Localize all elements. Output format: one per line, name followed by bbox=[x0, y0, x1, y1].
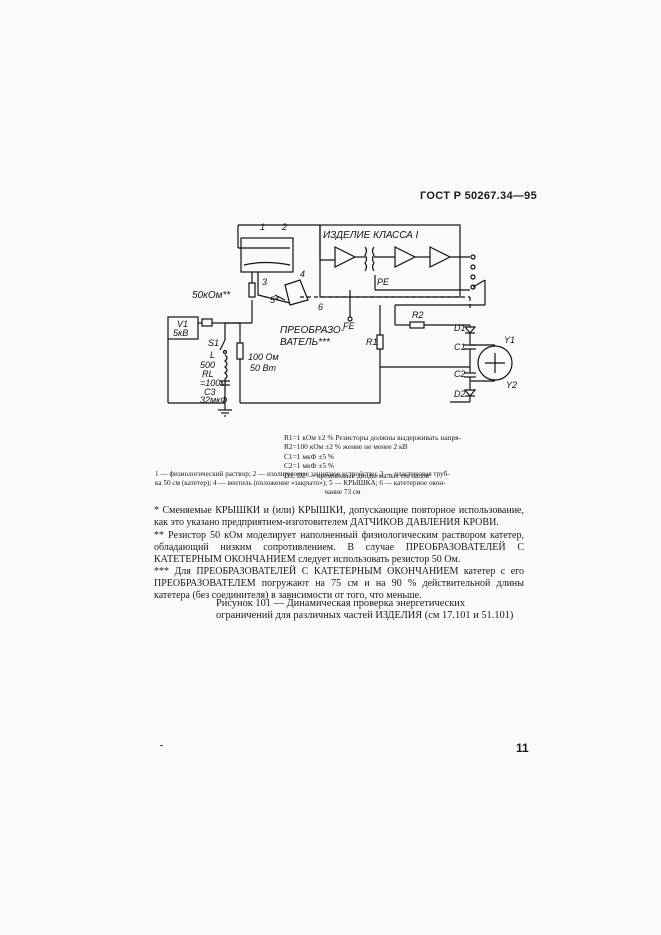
rl-unit: =100м bbox=[200, 378, 226, 388]
s1-label: S1 bbox=[208, 338, 219, 348]
device-class-box bbox=[319, 224, 461, 298]
l-label: L bbox=[210, 350, 215, 360]
label-6: 6 bbox=[318, 302, 323, 312]
c2-label: C2 bbox=[454, 369, 466, 379]
c3-value: 32мкФ bbox=[200, 395, 228, 405]
key-note-line: ка 50 см (катетер); 4 — вентиль (положен… bbox=[155, 479, 446, 487]
source-name: V1 bbox=[177, 319, 188, 329]
label-2: 2 bbox=[281, 222, 287, 232]
page-number: 11 bbox=[516, 741, 529, 755]
legend-line: R2=100 кОм ±2 % жение не менее 2 кВ bbox=[284, 442, 408, 452]
legend-line: C2=1 мкФ ±5 % bbox=[284, 461, 335, 471]
fe-label: FE bbox=[343, 321, 355, 331]
resistor-r1 bbox=[376, 334, 384, 350]
pe-label: PE bbox=[377, 277, 390, 287]
c3-label: C3 bbox=[204, 387, 216, 397]
transducer-label-1: ПРЕОБРАЗО- bbox=[280, 325, 345, 336]
footnote-2: ** Резистор 50 кОм моделирует наполненны… bbox=[154, 530, 524, 565]
label-3: 3 bbox=[262, 277, 267, 287]
hv-source-box bbox=[167, 316, 199, 340]
y2-label: Y2 bbox=[506, 380, 517, 390]
resistor-50k bbox=[248, 282, 256, 298]
r2-label: R2 bbox=[412, 310, 424, 320]
resistor-top-label: 50кОм** bbox=[192, 290, 231, 301]
legend-line: R1=1 кОм ±2 % Резисторы должны выдержива… bbox=[284, 433, 462, 442]
d1-label: D1 bbox=[454, 323, 466, 333]
resistor-100ohm bbox=[236, 342, 244, 360]
footnote-1: * Сменяемые КРЫШКИ и (или) КРЫШКИ, допус… bbox=[154, 505, 524, 528]
source-value: 5кВ bbox=[173, 328, 188, 338]
resistor-right-power: 50 Вт bbox=[250, 363, 277, 373]
transducer-shape bbox=[284, 279, 309, 306]
saline-container bbox=[240, 237, 294, 273]
rl-label: RL bbox=[202, 369, 214, 379]
standard-header: ГОСТ Р 50267.34—95 bbox=[420, 190, 538, 202]
figure-caption: Рисунок 101 — Динамическая проверка энер… bbox=[216, 598, 514, 621]
component-legend: R1=1 кОм ±2 % Резисторы должны выдержива… bbox=[284, 433, 614, 480]
key-note-line: чание 73 см bbox=[324, 488, 361, 496]
y1-label: Y1 bbox=[504, 335, 515, 345]
d2-label: D2 bbox=[454, 389, 466, 399]
key-note-line: 1 — физиологический раствор; 2 — изолиру… bbox=[155, 470, 450, 478]
margin-mark bbox=[160, 745, 163, 746]
label-4: 4 bbox=[300, 269, 305, 279]
key-notes: 1 — физиологический раствор; 2 — изолиру… bbox=[155, 470, 530, 497]
rl-value: 500 bbox=[200, 360, 215, 370]
r1-label: R1 bbox=[366, 337, 378, 347]
resistor-right-value: 100 Ом bbox=[248, 352, 279, 362]
device-class-label: ИЗДЕЛИЕ КЛАССА I bbox=[323, 230, 419, 241]
circuit-diagram: ИЗДЕЛИЕ КЛАССА I 1 2 3 4 5* 6 50кОм** V1… bbox=[167, 222, 517, 417]
resistor-r2 bbox=[409, 321, 425, 329]
label-1: 1 bbox=[260, 222, 265, 232]
transducer-label-2: ВАТЕЛЬ*** bbox=[280, 337, 331, 348]
oscilloscope-tube bbox=[477, 345, 513, 381]
footnote-3: *** Для ПРЕОБРАЗОВАТЕЛЕЙ С КАТЕТЕРНЫМ ОК… bbox=[154, 566, 524, 601]
c1-label: C1 bbox=[454, 342, 466, 352]
legend-line: C1=1 мкФ ±5 % bbox=[284, 451, 335, 461]
label-5: 5* bbox=[270, 295, 279, 305]
series-resistor bbox=[201, 318, 213, 327]
legend-line: D1, D2 — кремниевые диоды малых сигналов bbox=[284, 470, 430, 480]
